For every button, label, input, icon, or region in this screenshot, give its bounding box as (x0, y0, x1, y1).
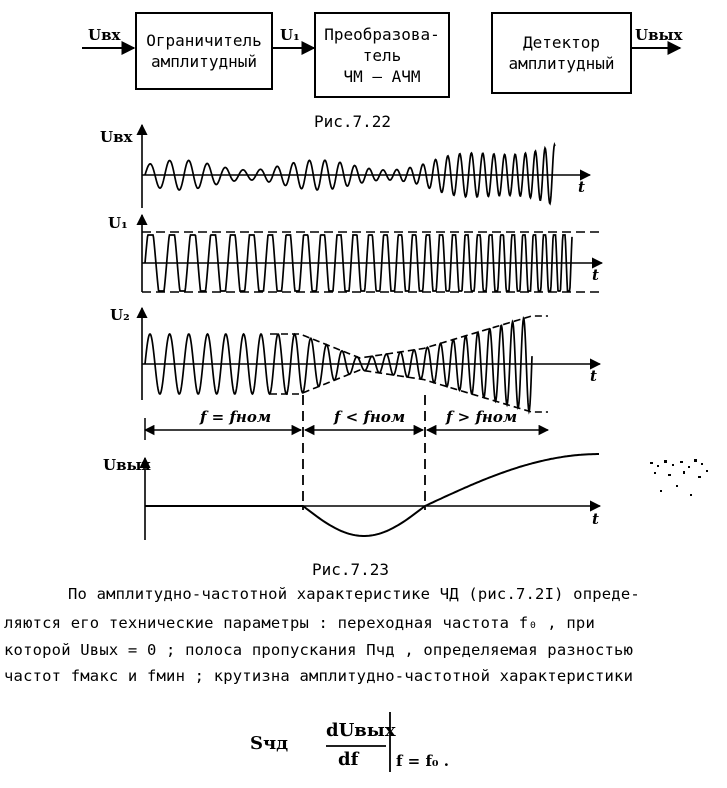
envelope-u2-top (270, 315, 548, 359)
envelope-u2-bottom (270, 369, 548, 413)
detector-block: Детектор амплитудный (491, 12, 632, 94)
waveform-uin (144, 141, 556, 206)
converter-block: Преобразова- тель ЧМ – АЧМ (314, 12, 450, 98)
converter-block-line1: Преобразова- (324, 24, 440, 44)
detector-block-line1: Детектор (522, 33, 601, 52)
u1-axis-label: U₁ (108, 214, 128, 232)
output-label: Uвых (635, 26, 683, 44)
u1-t-label: t (592, 266, 599, 284)
formula-numerator: dUвых (326, 720, 396, 741)
region-label-nominal: f = fном (200, 408, 272, 426)
limiter-block: Ограничитель амплитудный (135, 12, 273, 90)
input-label: Uвх (88, 26, 121, 44)
figure-caption-7-22: Рис.7.22 (314, 112, 392, 131)
text-line-4: частот fмакс и fмин ; крутизна амплитудн… (4, 667, 634, 685)
formula-condition: f = f₀ . (396, 752, 449, 770)
detector-block-line2: амплитудный (508, 54, 615, 73)
converter-block-line2: тель (362, 45, 402, 65)
text-line-1: По амплитудно-частотной характеристике Ч… (68, 585, 640, 603)
scan-noise (650, 459, 708, 496)
limiter-block-line1: Ограничитель (146, 31, 262, 50)
uout-t-label: t (592, 510, 599, 528)
u2-t-label: t (590, 367, 597, 385)
uin-t-label: t (578, 178, 585, 196)
formula-lhs: Sчд (250, 733, 289, 754)
uin-axis-label: Uвх (100, 128, 133, 146)
waveform-uout (145, 453, 599, 537)
figure-caption-7-23: Рис.7.23 (312, 560, 390, 579)
formula-denominator: df (338, 749, 359, 770)
uout-axis-label: Uвых (103, 456, 151, 474)
region-label-below: f < fном (334, 408, 406, 426)
region-label-above: f > fном (446, 408, 518, 426)
u2-axis-label: U₂ (110, 306, 130, 324)
text-line-3: которой Uвых = 0 ; полоса пропускания Пч… (4, 641, 634, 659)
u1-label: U₁ (280, 26, 300, 44)
text-line-2: ляются его технические параметры : перех… (4, 614, 595, 632)
waveform-u1 (144, 234, 573, 292)
limiter-block-line2: амплитудный (151, 52, 257, 71)
converter-block-line3: ЧМ – АЧМ (343, 66, 421, 86)
waveform-u2 (144, 315, 533, 415)
